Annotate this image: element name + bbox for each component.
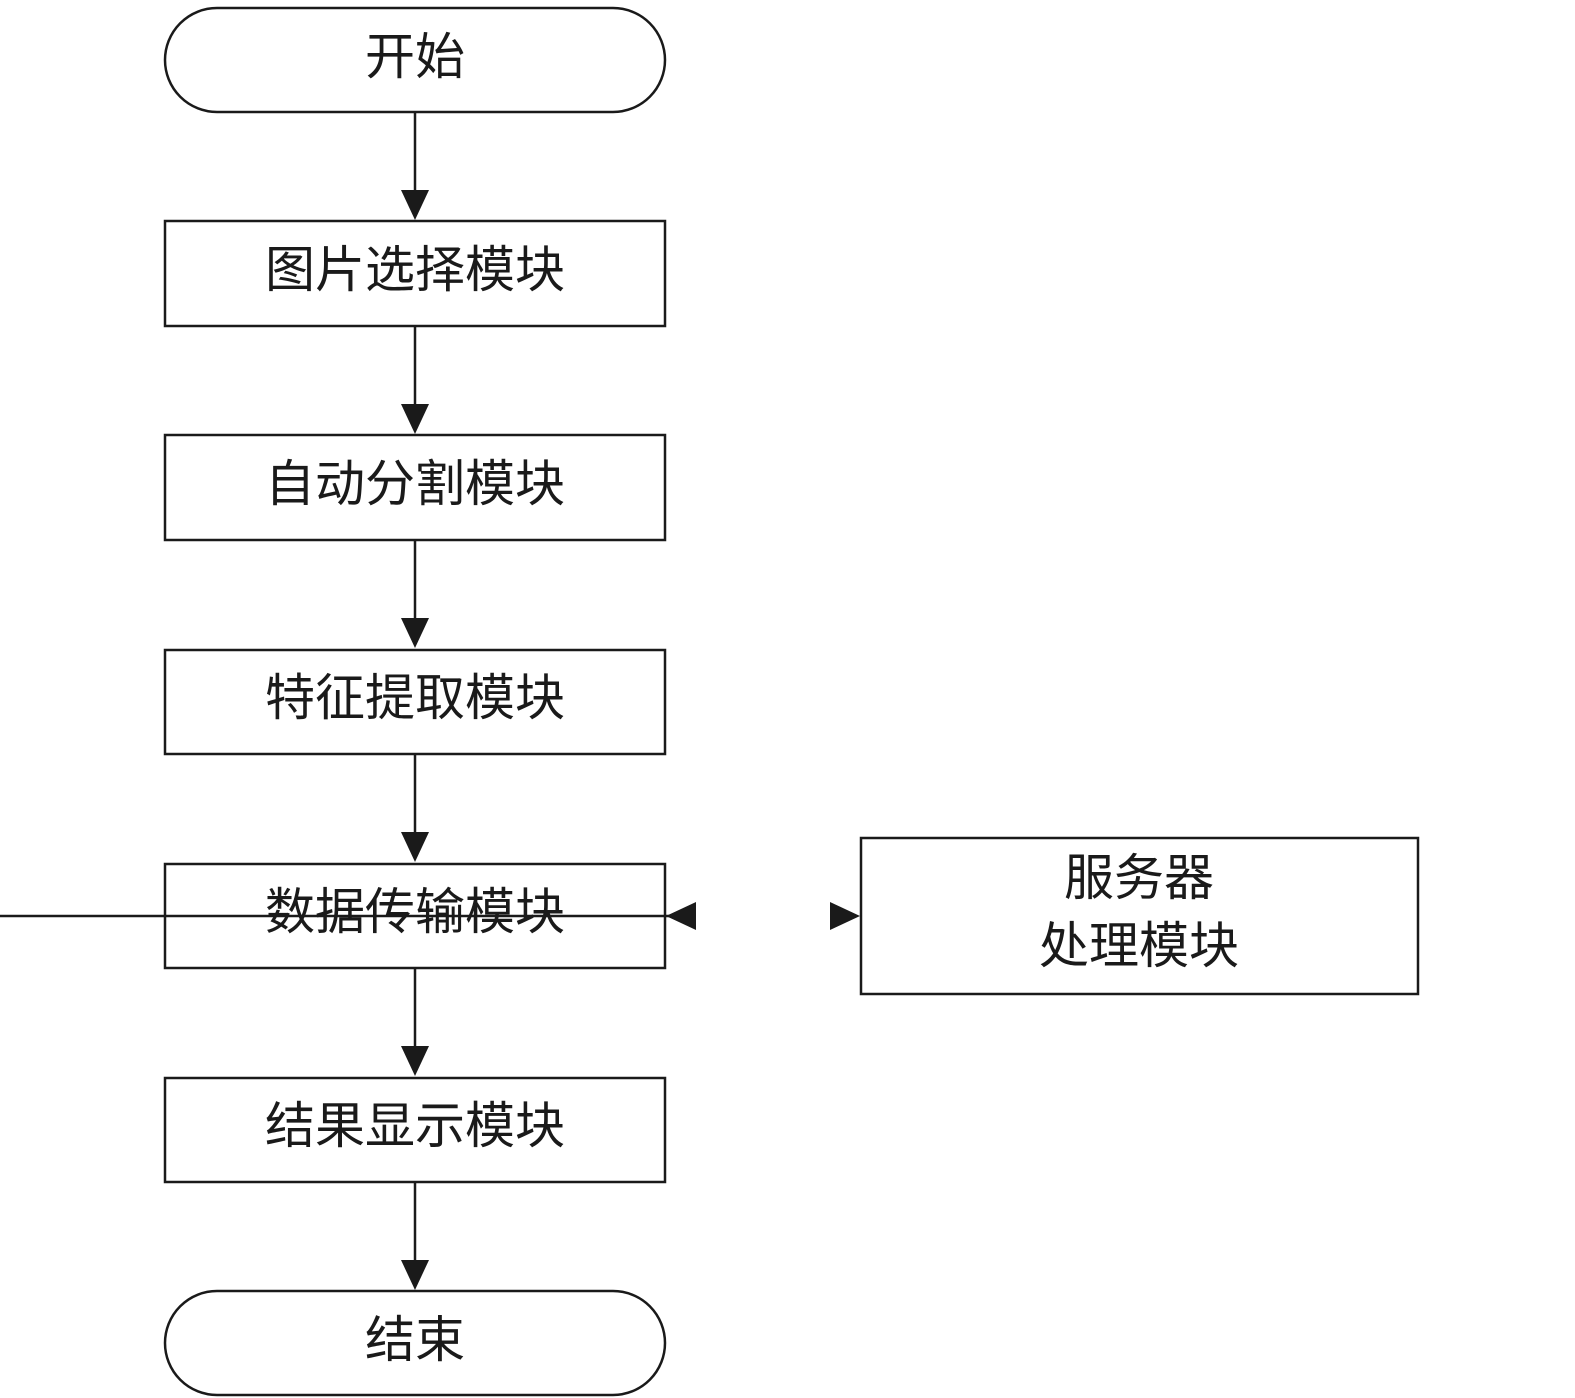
server-label-line1: 服务器 <box>1064 849 1214 907</box>
arrow-result-display-to-end <box>401 1182 429 1290</box>
arrow-start-to-image-select <box>401 112 429 220</box>
end-node: 结束 <box>163 1289 667 1397</box>
arrowhead-left-icon <box>666 902 696 930</box>
arrowhead-down-icon <box>401 618 429 648</box>
feature-extract-node: 特征提取模块 <box>163 648 667 756</box>
result-display-box <box>163 1076 667 1184</box>
feature-extract-box <box>163 648 667 756</box>
auto-segment-node: 自动分割模块 <box>163 433 667 542</box>
server-label-line2: 处理模块 <box>1039 917 1239 975</box>
server-node: 服务器 处理模块 <box>859 836 1420 996</box>
arrow-image-select-to-auto-segment <box>401 326 429 434</box>
arrow-feature-extract-to-data-transfer <box>401 754 429 862</box>
arrowhead-down-icon <box>401 832 429 862</box>
image-select-node: 图片选择模块 <box>163 219 667 328</box>
result-display-label: 结果显示模块 <box>265 1097 565 1155</box>
arrowhead-down-icon <box>401 1260 429 1290</box>
end-label: 结束 <box>365 1311 465 1369</box>
arrowhead-down-icon <box>401 1046 429 1076</box>
arrowhead-down-icon <box>401 404 429 434</box>
image-select-box <box>163 219 667 328</box>
auto-segment-label: 自动分割模块 <box>265 455 565 513</box>
result-display-node: 结果显示模块 <box>163 1076 667 1184</box>
start-node: 开始 <box>163 6 667 114</box>
arrow-auto-segment-to-feature-extract <box>401 540 429 648</box>
arrowhead-down-icon <box>401 190 429 220</box>
arrowhead-right-icon <box>830 902 860 930</box>
start-label: 开始 <box>365 28 465 86</box>
image-select-label: 图片选择模块 <box>265 241 565 299</box>
end-terminal-shape <box>163 1289 667 1397</box>
feature-extract-label: 特征提取模块 <box>265 669 565 727</box>
data-transfer-label: 数据传输模块 <box>265 883 565 941</box>
arrow-data-transfer-server-bidirectional <box>0 902 860 930</box>
server-box <box>859 836 1420 996</box>
arrow-data-transfer-to-result-display <box>401 968 429 1076</box>
